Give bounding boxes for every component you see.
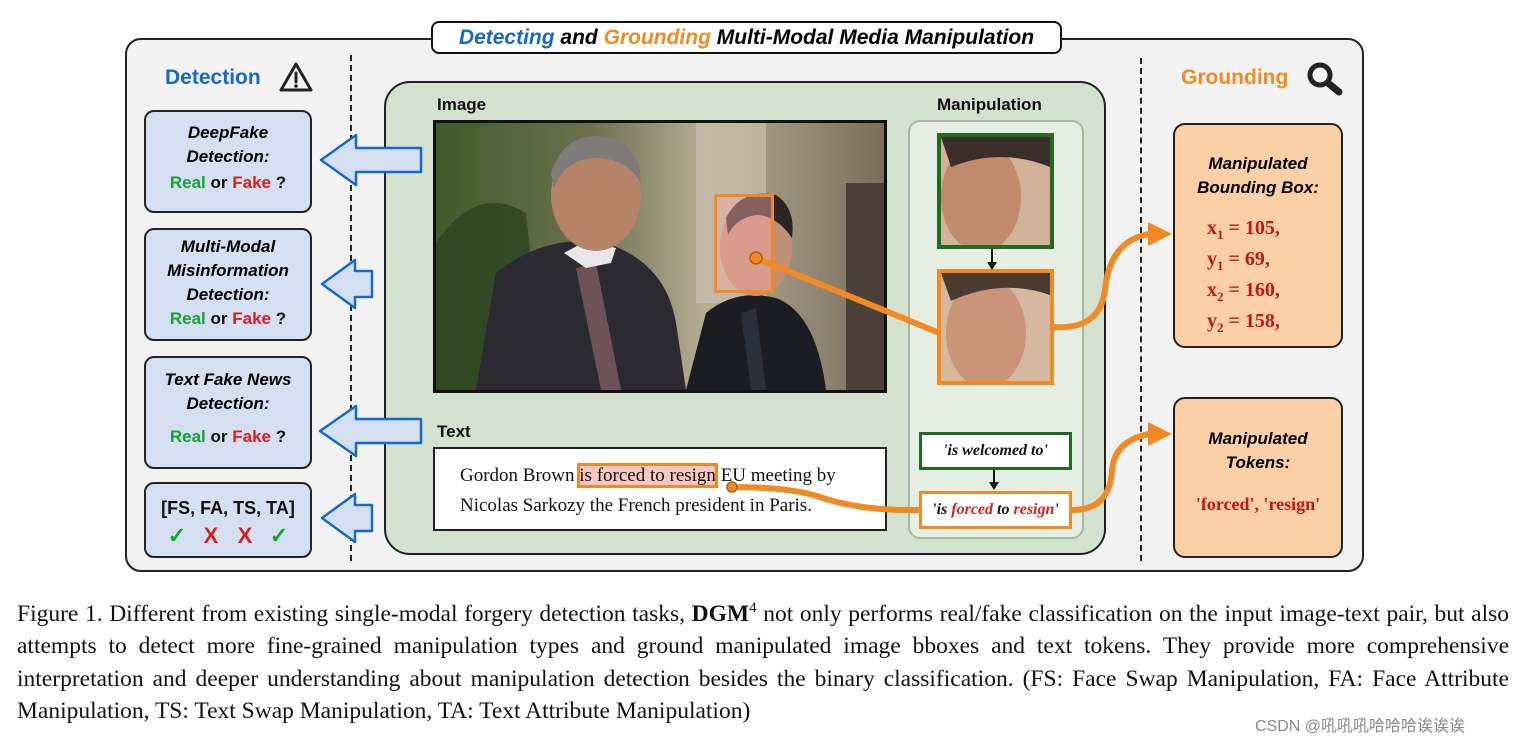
- question-mark: ?: [275, 427, 287, 446]
- text-label: Text: [437, 422, 471, 441]
- fake-label: Fake: [232, 173, 271, 192]
- bbox-title: Manipulated Bounding Box:: [1197, 154, 1319, 197]
- left-arrow-icon: [320, 492, 374, 544]
- photo-illustration: [436, 123, 884, 390]
- coord-x1: x1 = 105,: [1207, 217, 1280, 242]
- fa-cross-icon: X: [203, 523, 219, 548]
- card-title: Multi-Modal Misinformation Detection:: [167, 237, 289, 304]
- question-mark: ?: [275, 309, 287, 328]
- coord-x2: x2 = 160,: [1207, 279, 1280, 304]
- or-label: or: [210, 173, 228, 192]
- tokens-title: Manipulated Tokens:: [1208, 429, 1308, 472]
- token-part: to: [993, 501, 1014, 518]
- manipulated-face-thumbnail: [937, 269, 1054, 385]
- anchor-dot: [726, 481, 738, 493]
- down-arrow-icon: [989, 470, 999, 490]
- original-token-box: 'is welcomed to': [919, 432, 1072, 470]
- tokens-value: 'forced', 'resign': [1195, 494, 1321, 514]
- real-or-fake: Real or Fake ?: [146, 425, 310, 449]
- or-label: or: [210, 427, 228, 446]
- warning-icon: [279, 62, 313, 92]
- multimodal-misinformation-card: Multi-Modal Misinformation Detection: Re…: [144, 228, 312, 341]
- manipulated-token-box: 'is forced to resign': [919, 491, 1072, 529]
- bounding-box-card: Manipulated Bounding Box: x1 = 105, y1 =…: [1173, 123, 1343, 348]
- news-photo: [433, 120, 887, 393]
- left-arrow-icon: [320, 258, 374, 310]
- coord-y1: y1 = 69,: [1207, 248, 1270, 273]
- face-illustration: [941, 273, 1050, 381]
- real-label: Real: [169, 427, 206, 446]
- question-mark: ?: [275, 173, 287, 192]
- text-after: EU meeting by Nicolas Sarkozy the French…: [460, 465, 841, 516]
- title-and: and: [554, 26, 604, 49]
- right-divider: [1140, 58, 1142, 561]
- caption-dgm: DGM: [691, 600, 750, 627]
- types-label: [FS, FA, TS, TA]: [161, 498, 295, 518]
- y2-value: 158: [1244, 310, 1275, 332]
- face-to-thumbnail-line: [753, 255, 940, 335]
- token-forced: forced: [951, 501, 994, 518]
- real-label: Real: [169, 309, 206, 328]
- manipulated-face-box: [714, 194, 774, 293]
- x2-value: 160: [1244, 279, 1275, 301]
- real-or-fake: Real or Fake ?: [146, 307, 310, 331]
- grounding-heading: Grounding: [1181, 66, 1289, 89]
- caption-prefix: Figure 1. Different from existing single…: [17, 600, 686, 627]
- down-arrow-icon: [987, 249, 997, 270]
- magnifier-icon: [1307, 62, 1343, 96]
- token-part: ': [1054, 501, 1059, 518]
- original-face-thumbnail: [937, 133, 1054, 249]
- x1-value: 105: [1244, 217, 1275, 239]
- title-grounding: Grounding: [603, 26, 711, 49]
- manipulated-tokens-card: Manipulated Tokens: 'forced', 'resign': [1173, 397, 1343, 558]
- fake-label: Fake: [232, 427, 271, 446]
- coord-y2: y2 = 158,: [1207, 310, 1280, 335]
- real-or-fake: Real or Fake ?: [146, 171, 310, 195]
- face-illustration: [941, 137, 1050, 245]
- text-to-token-line: [729, 484, 922, 514]
- ta-check-icon: ✓: [269, 523, 289, 548]
- y1-value: 69: [1244, 248, 1265, 270]
- bbox-coordinates: x1 = 105, y1 = 69, x2 = 160, y2 = 158,: [1175, 216, 1341, 340]
- deepfake-detection-card: DeepFake Detection: Real or Fake ?: [144, 110, 312, 213]
- or-label: or: [210, 309, 228, 328]
- text-fake-news-card: Text Fake News Detection: Real or Fake ?: [144, 356, 312, 469]
- card-title: DeepFake Detection:: [186, 123, 270, 166]
- left-arrow-icon: [318, 404, 423, 458]
- arrow-head: [1148, 422, 1172, 446]
- anchor-dot: [749, 251, 763, 265]
- watermark: CSDN @吼吼吼哈哈哈诶诶诶: [1255, 718, 1466, 735]
- arrow-head: [1148, 222, 1172, 246]
- fake-label: Fake: [232, 309, 271, 328]
- card-title: Text Fake News Detection:: [164, 370, 292, 413]
- real-label: Real: [169, 173, 206, 192]
- detection-heading: Detection: [165, 66, 261, 89]
- left-divider: [350, 55, 352, 561]
- thumbnail-to-bbox-arrow: [1051, 231, 1158, 331]
- figure-caption: Figure 1. Different from existing single…: [17, 592, 1509, 728]
- fs-check-icon: ✓: [167, 523, 187, 548]
- ts-cross-icon: X: [237, 523, 253, 548]
- token-to-tokens-arrow: [1069, 431, 1158, 513]
- title-detecting: Detecting: [458, 26, 555, 49]
- text-before: Gordon Brown: [460, 465, 580, 486]
- image-label: Image: [437, 95, 487, 114]
- token-resign: resign: [1013, 501, 1055, 518]
- caption-sup: 4: [749, 600, 757, 616]
- manipulation-label: Manipulation: [937, 95, 1042, 114]
- token-part: 'is: [932, 501, 952, 518]
- news-text-box: Gordon Brown is forced to resign EU meet…: [433, 447, 887, 531]
- figure-title: Detecting and Grounding Multi-Modal Medi…: [431, 21, 1062, 54]
- left-arrow-icon: [319, 133, 423, 187]
- caption-body: not only performs real/fake classificati…: [17, 600, 1510, 725]
- manipulated-text-highlight: is forced to resign: [577, 463, 718, 488]
- title-rest: Multi-Modal Media Manipulation: [710, 26, 1035, 49]
